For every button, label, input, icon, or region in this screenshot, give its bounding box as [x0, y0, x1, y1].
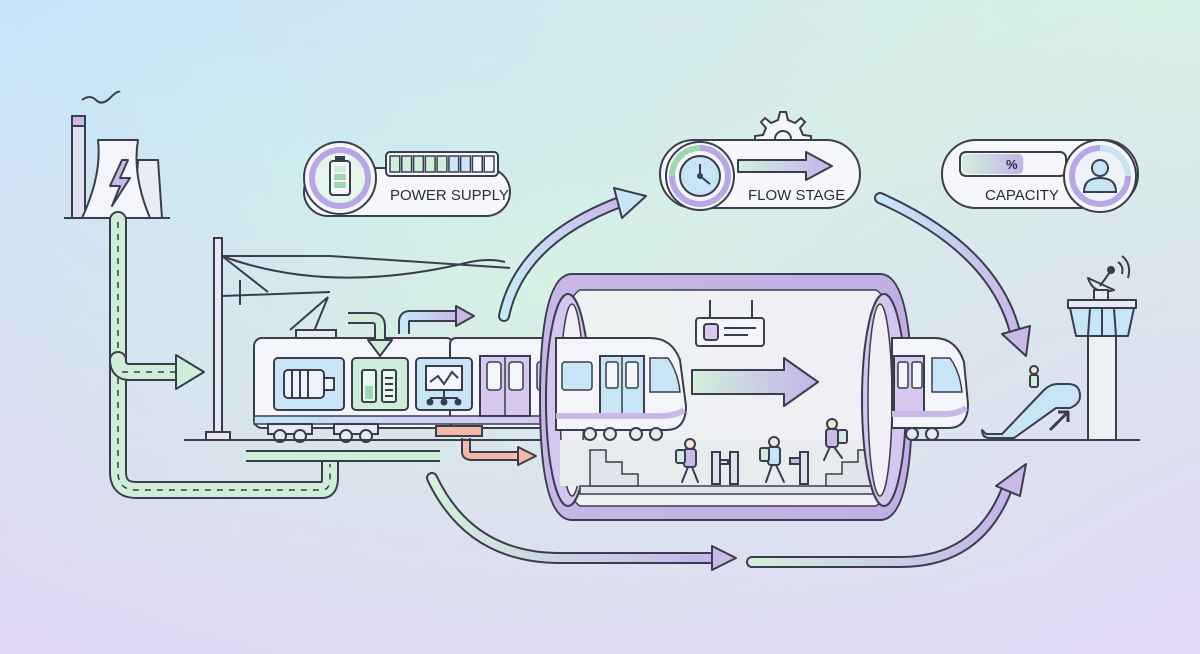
- flow-arrow-bottom-right: [746, 463, 1027, 568]
- train-right: [891, 337, 970, 441]
- power-segment: [483, 155, 495, 173]
- user-icon: [1082, 159, 1118, 193]
- capacity-label: CAPACITY: [985, 187, 1059, 204]
- flow-arrow-down: [874, 192, 1031, 357]
- power-segment: [424, 155, 436, 173]
- train-left: [253, 337, 561, 443]
- power-segment: [436, 155, 448, 173]
- catenary: [205, 237, 511, 441]
- output-arrow: [398, 305, 475, 334]
- ticket-gate-icon: [789, 451, 809, 485]
- power-segment: [459, 155, 472, 173]
- power-segment: [471, 155, 483, 173]
- capacity-indicator: % CAPACITY: [941, 139, 1139, 213]
- power-plant-icon: [64, 90, 170, 219]
- power-cable: [109, 211, 339, 499]
- brake-energy-arrow: [435, 425, 537, 466]
- passenger-icon: [759, 436, 785, 483]
- passenger-icon: [823, 418, 848, 461]
- satellite-dish-icon: [1087, 255, 1131, 301]
- train-tunnel: [555, 337, 688, 441]
- flow-arrow-up: [498, 187, 647, 322]
- power-segment: [401, 155, 413, 173]
- flow-stage-label: FLOW STAGE: [748, 187, 845, 204]
- escalator-icon: [981, 365, 1081, 439]
- charge-arrow: [348, 312, 393, 357]
- power-segment: [448, 155, 460, 173]
- tunnel-flow-arrow: [691, 357, 819, 407]
- ticket-gate-icon: [711, 451, 739, 485]
- battery-icon: [329, 156, 351, 196]
- control-tower-icon: [1067, 292, 1137, 441]
- power-supply-indicator: POWER SUPPLY: [303, 141, 511, 217]
- capacity-percent-symbol: %: [1006, 157, 1018, 172]
- power-supply-label: POWER SUPPLY: [390, 187, 509, 204]
- flow-stage-indicator: FLOW STAGE: [659, 111, 861, 211]
- power-segment: [389, 155, 401, 173]
- capacity-fill: [962, 154, 1024, 174]
- power-segment: [412, 155, 425, 173]
- signboard-icon: [695, 300, 765, 347]
- monitor-icon: [425, 365, 463, 406]
- battery-pack-icon: [361, 369, 397, 403]
- motor-icon: [283, 369, 335, 399]
- passenger-icon: [675, 438, 699, 483]
- clock-icon: [679, 155, 721, 197]
- flow-arrow-bottom-left: [426, 472, 737, 571]
- passengers: [675, 418, 848, 485]
